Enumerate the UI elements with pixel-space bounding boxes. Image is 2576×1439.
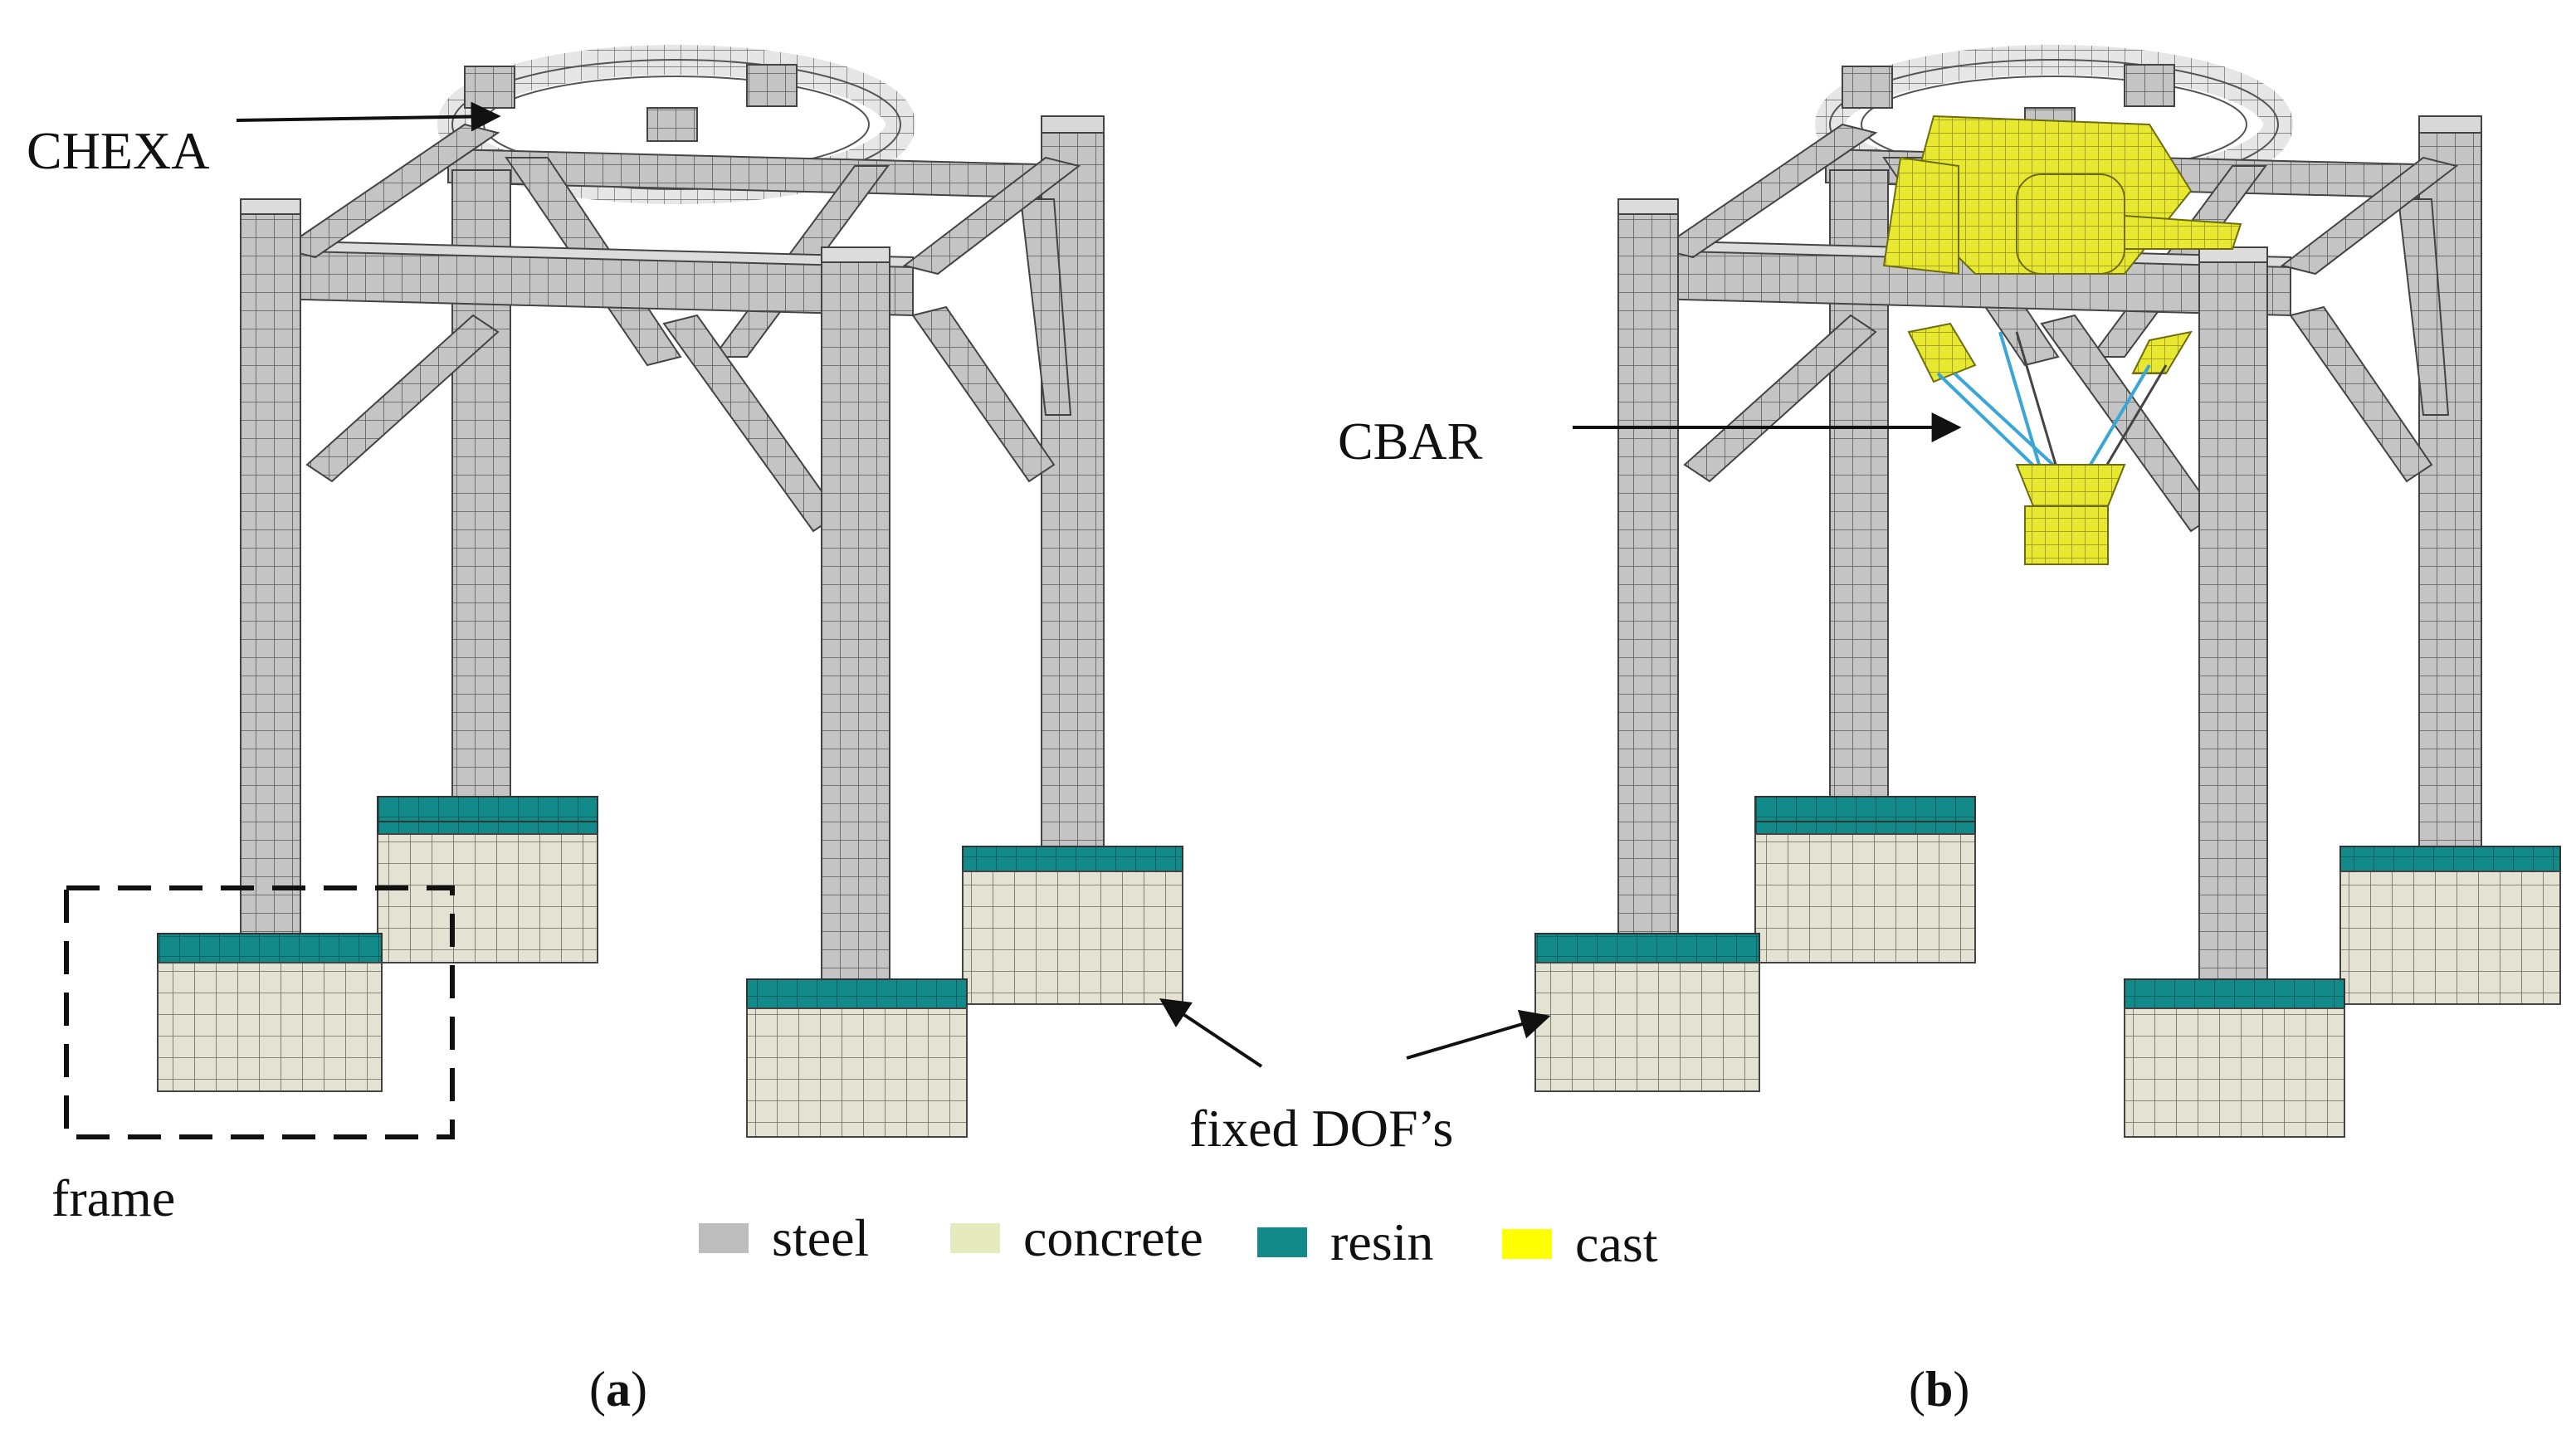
subfigure-label-a: (a) — [589, 1362, 647, 1417]
delta-robot — [1882, 115, 2242, 565]
chexa-arrow — [236, 101, 501, 132]
label-fixed-dofs: fixed DOF’s — [1189, 1099, 1454, 1158]
legend-swatch-resin — [1257, 1227, 1307, 1257]
fixed-dof-arrow-a — [1159, 998, 1263, 1068]
legend-label: cast — [1575, 1214, 1658, 1273]
legend-item-concrete: concrete — [950, 1207, 1203, 1269]
legend-label: steel — [772, 1208, 870, 1267]
legend-item-cast: cast — [1502, 1213, 1658, 1275]
frame-model-a — [158, 60, 1183, 1137]
label-cbar: CBAR — [1338, 412, 1483, 471]
frame-dashed-box — [64, 885, 455, 1139]
legend-label: concrete — [1023, 1208, 1203, 1267]
subfigure-letter: a — [605, 1362, 631, 1417]
legend-swatch-concrete — [950, 1223, 1000, 1253]
label-frame: frame — [51, 1168, 176, 1227]
legend-swatch-steel — [699, 1223, 749, 1253]
frame-model-b — [1535, 60, 2560, 1137]
legend-item-resin: resin — [1257, 1212, 1433, 1273]
subfigure-label-b: (b) — [1909, 1362, 1970, 1417]
subfigure-letter: b — [1925, 1362, 1954, 1417]
fixed-dof-arrow-b — [1406, 1009, 1551, 1060]
legend-item-steel: steel — [699, 1207, 869, 1269]
legend-label: resin — [1330, 1212, 1434, 1271]
legend-swatch-cast — [1502, 1229, 1552, 1259]
label-chexa: CHEXA — [27, 121, 210, 180]
